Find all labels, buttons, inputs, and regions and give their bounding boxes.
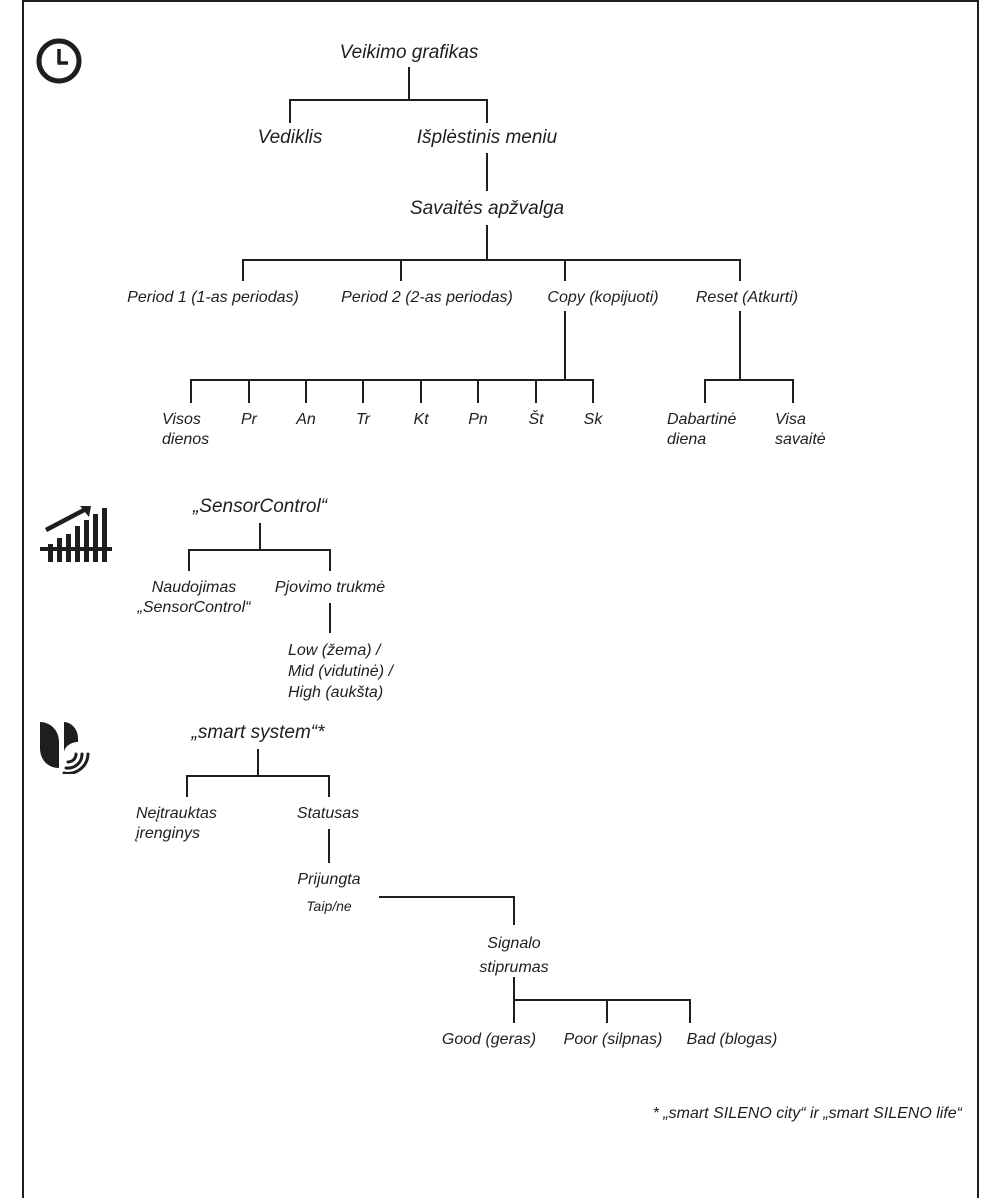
sensor-control-root-label: „SensorControl“ bbox=[192, 496, 328, 517]
advanced-menu-label: Išplėstinis meniu bbox=[416, 127, 558, 148]
day-label-st: Št bbox=[528, 411, 544, 428]
cutting-duration-label: Pjovimo trukmė bbox=[274, 579, 386, 596]
device-included-label: Neįtrauktas įrenginys bbox=[136, 805, 217, 842]
sensor-control-usage-label: Naudojimas „SensorControl“ bbox=[137, 579, 251, 616]
day-label-tr: Tr bbox=[356, 411, 370, 428]
signal-good-label: Good (geras) bbox=[441, 1031, 537, 1048]
footnote: * „smart SILENO city“ ir „smart SILENO l… bbox=[652, 1105, 962, 1122]
reset-current-day-label: Dabartinė diena bbox=[667, 411, 737, 448]
day-label-an: An bbox=[296, 411, 316, 428]
reset-label: Reset (Atkurti) bbox=[695, 289, 799, 306]
wizard-label: Vediklis bbox=[257, 127, 323, 148]
connected-label: Prijungta bbox=[297, 871, 361, 888]
clock-icon bbox=[36, 38, 82, 84]
signal-bad-label: Bad (blogas) bbox=[686, 1031, 778, 1048]
smart-system-root-label: „smart system“* bbox=[191, 722, 325, 743]
day-label-pr: Pr bbox=[241, 411, 257, 428]
day-label-pn: Pn bbox=[468, 411, 488, 428]
period2-label: Period 2 (2-as periodas) bbox=[341, 289, 513, 306]
signal-poor-label: Poor (silpnas) bbox=[563, 1031, 663, 1048]
reset-whole-week-label: Visa savaitė bbox=[775, 411, 826, 448]
page-frame bbox=[22, 0, 979, 1198]
day-label-sk: Sk bbox=[583, 411, 603, 428]
copy-label: Copy (kopijuoti) bbox=[547, 289, 659, 306]
status-label: Statusas bbox=[296, 805, 360, 822]
day-label-all: Visos dienos bbox=[162, 411, 210, 448]
period1-label: Period 1 (1-as periodas) bbox=[127, 289, 299, 306]
day-label-kt: Kt bbox=[413, 411, 429, 428]
schedule-root-label: Veikimo grafikas bbox=[339, 42, 479, 63]
sensor-control-icon bbox=[40, 506, 112, 562]
cutting-levels-label: Low (žema) / Mid (vidutinė) / High (aukš… bbox=[288, 642, 393, 701]
yes-no-label: Taip/ne bbox=[306, 898, 352, 914]
week-overview-label: Savaitės apžvalga bbox=[409, 198, 565, 219]
signal-strength-label: Signalo stiprumas bbox=[479, 935, 549, 976]
smart-system-icon bbox=[40, 722, 90, 774]
